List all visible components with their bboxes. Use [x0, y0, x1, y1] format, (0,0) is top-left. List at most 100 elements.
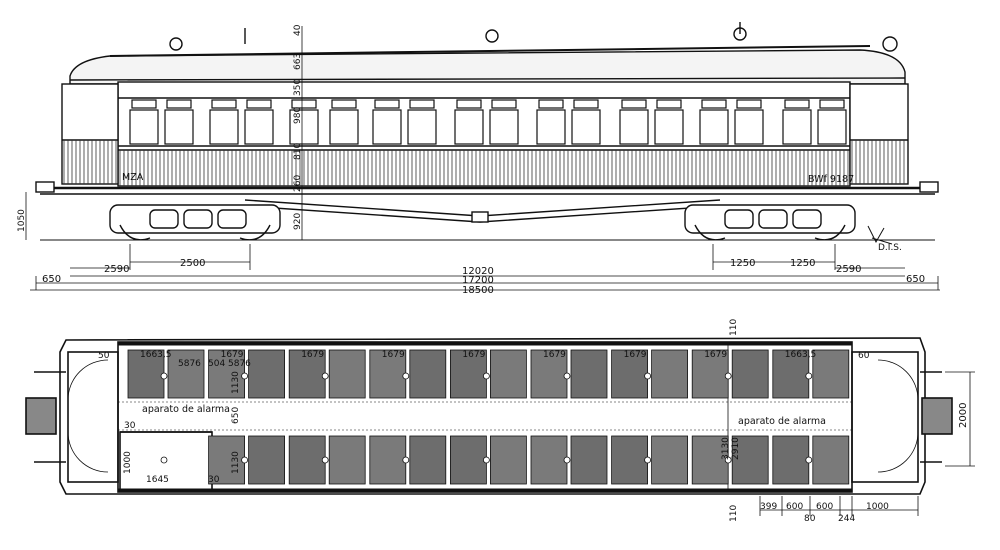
dim-18500: 18500 [462, 285, 494, 296]
brake-cylinder [471, 211, 489, 223]
table-marker [402, 372, 410, 380]
car-marking-right: BWf 9187 [808, 174, 854, 185]
right-platform-plan [851, 351, 919, 483]
seat [409, 435, 447, 485]
seat [208, 349, 246, 399]
window [782, 109, 812, 145]
seat [570, 349, 608, 399]
left-platform [61, 83, 119, 185]
window [734, 109, 764, 145]
seat [248, 435, 286, 485]
window [329, 109, 359, 145]
alarm-label-left: aparato de alarma [142, 404, 230, 415]
left-buffer [35, 181, 55, 193]
table-marker [160, 372, 168, 380]
seat [530, 349, 568, 399]
window-transom [131, 99, 157, 109]
table-marker [160, 456, 168, 464]
signature: D.I.S. [878, 243, 902, 253]
dim-260: 260 [293, 175, 303, 192]
dim-center-2910: 2910 [731, 437, 741, 460]
dim-350: 350 [293, 79, 303, 96]
window-transom [246, 99, 272, 109]
underframe [35, 181, 939, 241]
dim-810: 810 [293, 143, 303, 160]
dim-12020: 12020 [462, 266, 494, 277]
compartment-dim: 1679 [624, 350, 647, 360]
right-buffer [919, 181, 939, 193]
seat [167, 349, 205, 399]
dim-center-3130: 3130 [721, 437, 731, 460]
plan-labels: aparato de alarma aparato de alarma 50 5… [98, 319, 969, 522]
seat [731, 435, 769, 485]
dim-upper-5876-a: 5876 [178, 359, 201, 369]
dim-right-2000: 2000 [958, 403, 969, 428]
dim-980: 980 [293, 107, 303, 124]
seats [127, 349, 850, 485]
table-marker [563, 456, 571, 464]
window [164, 109, 194, 145]
window-transom [211, 99, 237, 109]
window [489, 109, 519, 145]
window [129, 109, 159, 145]
seat [611, 349, 648, 399]
window [817, 109, 847, 145]
roof-vent [485, 29, 499, 43]
alarm-label-right: aparato de alarma [738, 416, 826, 427]
compartment-dim: 1679 [543, 350, 566, 360]
dim-small-30-b: 30 [208, 475, 220, 485]
table-marker [724, 372, 732, 380]
seat [731, 349, 769, 399]
window-transom [701, 99, 727, 109]
roof [69, 49, 906, 85]
seat [208, 435, 246, 485]
dim-small-1000: 1000 [123, 451, 133, 474]
window-transom [291, 99, 317, 109]
dim-2590-right: 2590 [836, 264, 861, 275]
window [454, 109, 484, 145]
compartment-dim: 1679 [382, 350, 405, 360]
table-marker [563, 372, 571, 380]
dim-right-60: 60 [858, 351, 870, 361]
compartment-dim: 1679 [221, 350, 244, 360]
dim-upper-5876-b: 5876 [228, 359, 251, 369]
dim-bottom-600-a: 600 [786, 502, 803, 512]
seat [489, 349, 527, 399]
dim-upper-50: 50 [98, 351, 110, 361]
roof-lamp [882, 36, 898, 52]
dim-vert-1130-b: 1130 [231, 451, 241, 474]
seat [288, 349, 326, 399]
dim-center-110-bottom: 110 [729, 505, 739, 522]
seat [248, 349, 286, 399]
dim-650-left: 650 [42, 274, 61, 285]
window [619, 109, 649, 145]
window [407, 109, 437, 145]
window-transom [491, 99, 517, 109]
dim-1050: 1050 [17, 209, 27, 232]
window [372, 109, 402, 145]
table-marker [321, 456, 329, 464]
dim-bottom-1000: 1000 [866, 502, 889, 512]
dim-vert-1130-a: 1130 [231, 371, 241, 394]
dim-663: 663 [293, 53, 303, 70]
left-bogie [109, 204, 281, 241]
table-marker [241, 456, 249, 464]
seat [651, 435, 688, 485]
left-coupler [25, 397, 57, 435]
compartment-dim: 1679 [462, 350, 485, 360]
right-coupler [921, 397, 953, 435]
compartment-dim: 1663,5 [785, 350, 817, 360]
dim-upper-504: 504 [208, 359, 225, 369]
seat [570, 435, 608, 485]
window [654, 109, 684, 145]
seat [328, 349, 366, 399]
dim-bottom-80: 80 [804, 514, 816, 524]
seat [369, 435, 407, 485]
left-platform-plan [67, 351, 119, 483]
seat [691, 349, 729, 399]
table-marker [805, 372, 813, 380]
right-width-dimline [945, 371, 975, 467]
seat [288, 435, 326, 485]
car-marking-left: MZA [122, 172, 144, 183]
